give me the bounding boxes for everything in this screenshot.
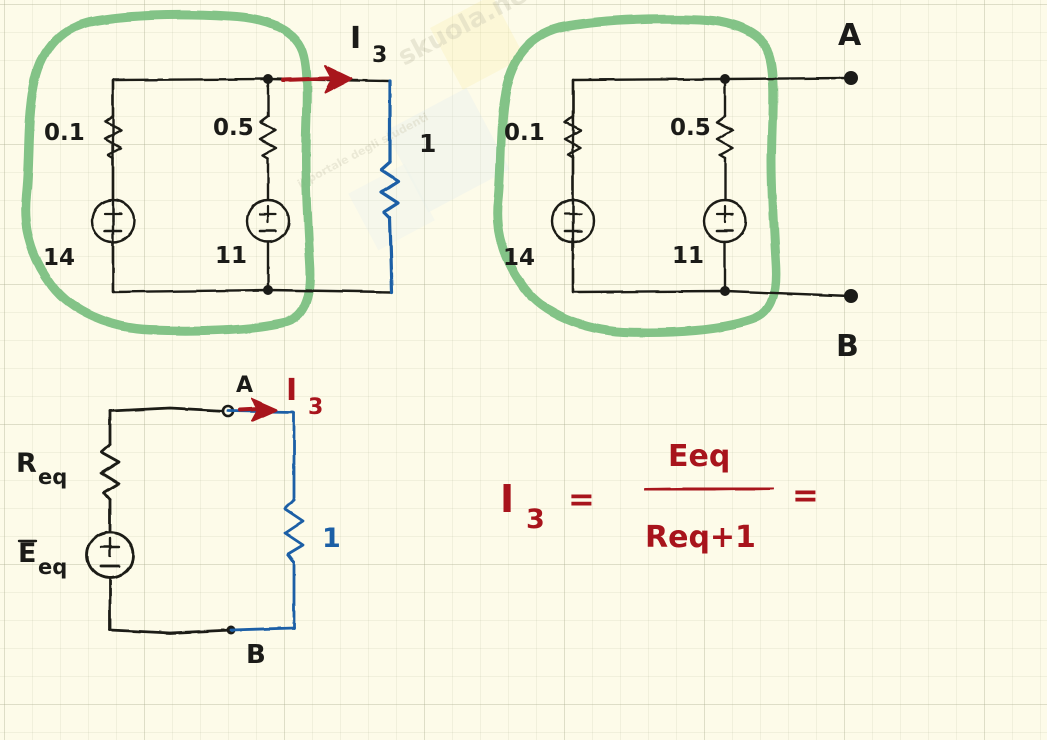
voltage-source-14-symbol-2 bbox=[550, 198, 596, 244]
voltage-source-14-symbol-1 bbox=[90, 198, 136, 244]
terminal-a-dot bbox=[844, 71, 858, 85]
label-req-sub: eq bbox=[38, 465, 67, 489]
voltage-source-11-symbol-1 bbox=[245, 198, 291, 244]
eq-bottom-wire bbox=[108, 628, 234, 635]
thevenin-equivalent-circuit: R eq E eq A B 1 I 3 bbox=[16, 373, 341, 670]
formula-fraction-bar bbox=[644, 486, 774, 492]
resistor-0p5-symbol-1 bbox=[258, 114, 278, 160]
label-e2-right: 11 bbox=[672, 243, 704, 269]
load-zigzag-1 bbox=[379, 160, 400, 220]
eeq-source-symbol bbox=[85, 530, 135, 580]
green-highlight-loop-1 bbox=[20, 9, 315, 336]
resistor-0p1-symbol-1 bbox=[103, 114, 123, 160]
label-eq-current-i3-sub: 3 bbox=[308, 395, 323, 420]
node-dot-top-1 bbox=[263, 74, 273, 84]
eq-load-bottom-wire bbox=[229, 626, 296, 632]
label-current-i3-top-sub: 3 bbox=[372, 43, 387, 68]
label-current-i3-top: I bbox=[350, 21, 361, 56]
label-e1-top: 14 bbox=[43, 245, 75, 271]
voltage-source-11-symbol-2 bbox=[702, 198, 748, 244]
label-r1-top: 0.1 bbox=[44, 120, 85, 146]
current-arrow-i3-equivalent bbox=[238, 398, 278, 422]
req-resistor-symbol bbox=[99, 442, 121, 502]
eq-load-zigzag bbox=[283, 498, 305, 564]
terminal-b-dot bbox=[844, 289, 858, 303]
top-wire-2 bbox=[571, 76, 852, 82]
load-bottom-lead-1 bbox=[388, 216, 394, 294]
label-r2-top: 0.5 bbox=[213, 115, 254, 141]
node-dot-top-2 bbox=[720, 74, 730, 84]
load-resistor-branch-1 bbox=[379, 79, 400, 294]
bottom-wire-2 bbox=[571, 289, 852, 298]
bottom-wire-1 bbox=[111, 288, 394, 294]
label-eeq: E bbox=[18, 538, 36, 569]
label-r2-right: 0.5 bbox=[670, 115, 711, 141]
node-dot-bottom-2 bbox=[720, 286, 730, 296]
label-eq-load: 1 bbox=[322, 523, 341, 554]
label-terminal-a: A bbox=[838, 18, 862, 53]
formula-denominator: Req+1 bbox=[645, 520, 756, 555]
resistor-0p5-symbol-2 bbox=[715, 114, 735, 160]
eq-top-wire bbox=[108, 406, 228, 413]
label-e1-right: 14 bbox=[503, 245, 535, 271]
formula-equals-2: = bbox=[792, 476, 819, 514]
resistor-0p1-symbol-2 bbox=[563, 114, 583, 160]
eq-load-branch bbox=[226, 409, 305, 632]
label-terminal-b: B bbox=[836, 329, 859, 364]
label-eq-terminal-b: B bbox=[246, 640, 266, 670]
current-arrow-i3-top bbox=[281, 65, 353, 94]
formula-lhs: I bbox=[500, 477, 514, 521]
original-circuit: 0.1 0.5 14 11 1 I 3 bbox=[20, 9, 436, 336]
formula-numerator: Eeq bbox=[668, 439, 730, 474]
label-r1-right: 0.1 bbox=[504, 120, 545, 146]
formula-lhs-sub: 3 bbox=[526, 504, 545, 535]
label-req: R bbox=[16, 448, 37, 479]
label-eq-current-i3: I bbox=[286, 373, 297, 408]
label-e2-top: 11 bbox=[215, 243, 247, 269]
green-highlight-loop-2 bbox=[492, 14, 781, 337]
label-eeq-sub: eq bbox=[38, 555, 67, 579]
node-dot-bottom-1 bbox=[263, 285, 273, 295]
current-formula: I 3 = Eeq Req+1 = bbox=[500, 439, 819, 555]
formula-equals-1: = bbox=[568, 480, 595, 518]
label-eq-terminal-a: A bbox=[236, 373, 253, 398]
terminals-circuit: 0.1 0.5 14 11 A B bbox=[492, 14, 862, 364]
label-load-top: 1 bbox=[419, 129, 436, 158]
